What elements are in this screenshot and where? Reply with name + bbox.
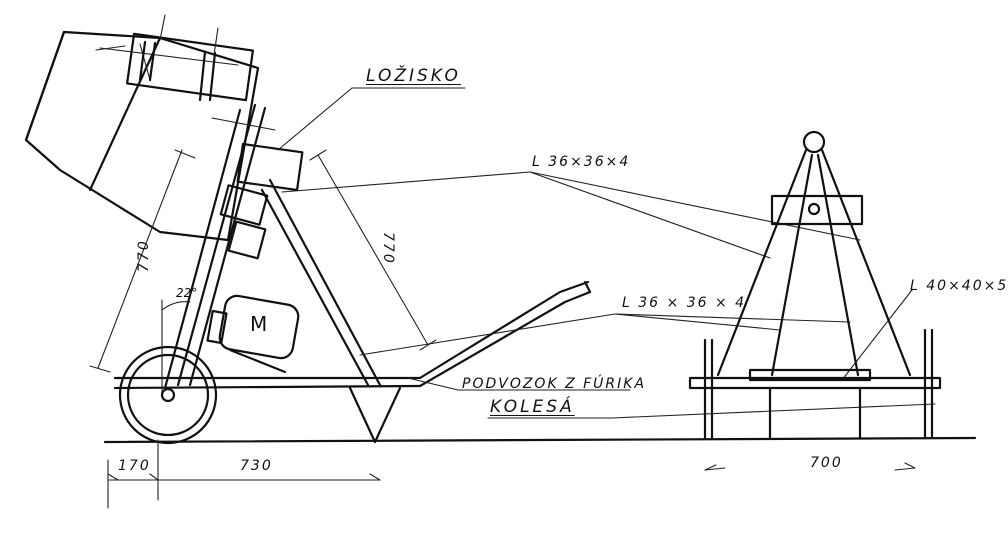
angle-profile-label-top: L 36×36×4 xyxy=(532,154,631,170)
drum-length-dimension xyxy=(89,149,196,373)
wheelbarrow-chassis xyxy=(113,280,592,444)
bearing-label: LOŽISKO xyxy=(366,66,461,86)
stand-width-label: 700 xyxy=(810,455,843,471)
mixer-frame xyxy=(163,103,382,390)
arm-length-label: 770 xyxy=(380,232,396,265)
angle-leaders xyxy=(281,171,913,381)
wheels-label: KOLESÁ xyxy=(490,397,575,417)
arm-length-dimension xyxy=(309,149,437,351)
bearing-leader xyxy=(277,87,466,151)
wheelbase-label: 730 xyxy=(240,458,273,474)
chassis-leaders xyxy=(407,377,936,419)
stand-front-view xyxy=(688,130,942,440)
wheel xyxy=(118,345,218,445)
angle-profile-label-middle: L 36 × 36 × 4 xyxy=(622,295,747,311)
chassis-label: PODVOZOK Z FÚRIKA xyxy=(462,376,647,392)
motor xyxy=(206,294,300,374)
angle-profile-label-right: L 40×40×5 xyxy=(910,278,1008,294)
motor-label: M xyxy=(250,312,271,336)
mixer-drum xyxy=(24,14,260,242)
ground-line xyxy=(103,436,977,444)
rear-offset-label: 170 xyxy=(118,458,151,474)
bottom-dimensions xyxy=(107,439,916,509)
angle-degree-label: 22° xyxy=(176,286,198,300)
drum-length-label: 770 xyxy=(136,239,152,272)
